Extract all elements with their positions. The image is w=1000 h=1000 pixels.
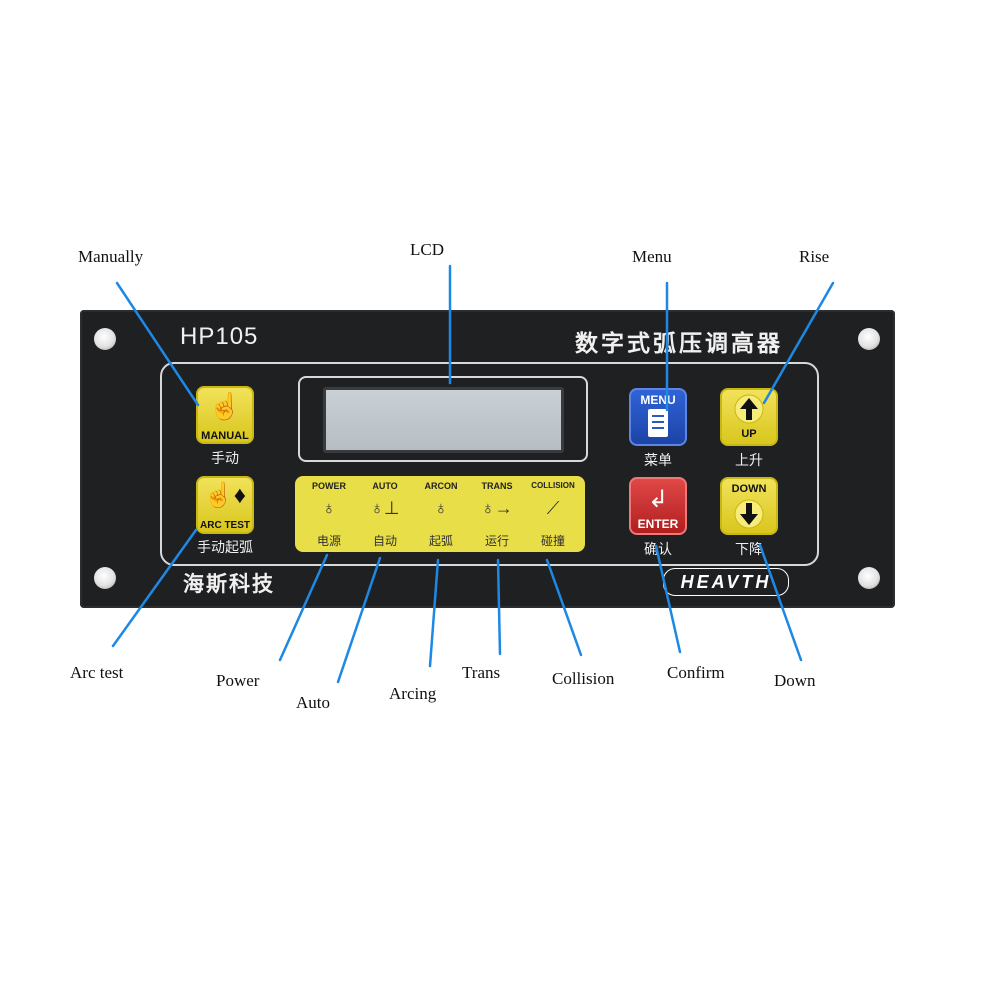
indicator-collision-label: COLLISION <box>531 481 575 490</box>
arrow-down-icon <box>722 499 776 534</box>
manual-button[interactable]: ☝ MANUAL <box>196 386 254 444</box>
manual-cn-label: 手动 <box>211 450 239 466</box>
model-name: HP105 <box>180 323 259 350</box>
brand-logo: HEAVTH <box>663 568 789 596</box>
indicator-arcon-label: ARCON <box>424 481 458 491</box>
callout-manually: Manually <box>78 247 144 266</box>
arc-torch-icon: ♁ <box>434 498 448 518</box>
down-button-label: DOWN <box>731 483 767 495</box>
callout-trans: Trans <box>462 663 501 682</box>
callout-collision: Collision <box>552 669 615 688</box>
manual-button-label: MANUAL <box>201 430 249 442</box>
power-torch-icon: ♁ <box>322 498 336 518</box>
arrow-up-icon <box>722 394 776 429</box>
screw-icon <box>94 328 116 350</box>
indicator-trans-cn: 运行 <box>484 534 509 548</box>
callout-lcd: LCD <box>410 240 444 259</box>
brand-name-cn: 海斯科技 <box>183 573 275 596</box>
callout-rise: Rise <box>799 247 830 266</box>
trans-torch-icon: ♁→ <box>481 498 513 518</box>
callout-arc-test: Arc test <box>70 663 124 682</box>
indicator-arcon-cn: 起弧 <box>428 534 453 548</box>
indicator-collision-cn: 碰撞 <box>540 534 565 548</box>
menu-button[interactable]: MENU <box>629 388 687 446</box>
enter-button[interactable]: ↲ ENTER <box>629 477 687 535</box>
return-arrow-icon: ↲ <box>647 486 669 513</box>
indicator-panel: POWER ♁ 电源 AUTO ♁⊥ 自动 ARCON ♁ 起弧 TRANS ♁… <box>295 476 585 552</box>
callout-menu: Menu <box>632 247 672 266</box>
up-cn-label: 上升 <box>735 452 763 468</box>
indicator-power-cn: 电源 <box>316 534 341 548</box>
menu-cn-label: 菜单 <box>644 452 672 468</box>
screw-icon <box>94 567 116 589</box>
up-button-label: UP <box>741 428 757 440</box>
callout-arcing: Arcing <box>389 684 437 703</box>
menu-button-label: MENU <box>640 393 676 407</box>
arc-test-button[interactable]: ☝♦ ARC TEST <box>196 476 254 534</box>
document-icon <box>631 408 685 443</box>
screw-icon <box>858 567 880 589</box>
auto-torch-icon: ♁⊥ <box>370 498 400 518</box>
indicator-power-label: POWER <box>311 481 346 491</box>
screw-icon <box>858 328 880 350</box>
indicator-trans-label: TRANS <box>481 481 513 491</box>
hand-icon: ☝ <box>208 391 242 421</box>
enter-cn-label: 确认 <box>644 541 672 557</box>
hand-torch-icon: ☝♦ <box>203 482 247 509</box>
down-button[interactable]: DOWN <box>720 477 778 535</box>
collision-torch-icon: ⟋ <box>546 498 560 518</box>
callout-down: Down <box>774 671 816 690</box>
down-cn-label: 下降 <box>735 541 763 557</box>
lcd-bezel <box>298 376 588 462</box>
up-button[interactable]: UP <box>720 388 778 446</box>
inner-frame <box>160 362 819 566</box>
indicator-auto-cn: 自动 <box>372 534 397 548</box>
enter-button-label: ENTER <box>637 517 679 531</box>
arc-test-button-label: ARC TEST <box>200 520 250 531</box>
callout-power: Power <box>216 671 260 690</box>
lcd-display <box>323 387 564 453</box>
panel-title-cn: 数字式弧压调高器 <box>575 330 783 356</box>
callout-auto: Auto <box>296 693 330 712</box>
indicator-auto-label: AUTO <box>372 481 398 491</box>
callout-confirm: Confirm <box>667 663 725 682</box>
arc-test-cn-label: 手动起弧 <box>197 539 253 555</box>
